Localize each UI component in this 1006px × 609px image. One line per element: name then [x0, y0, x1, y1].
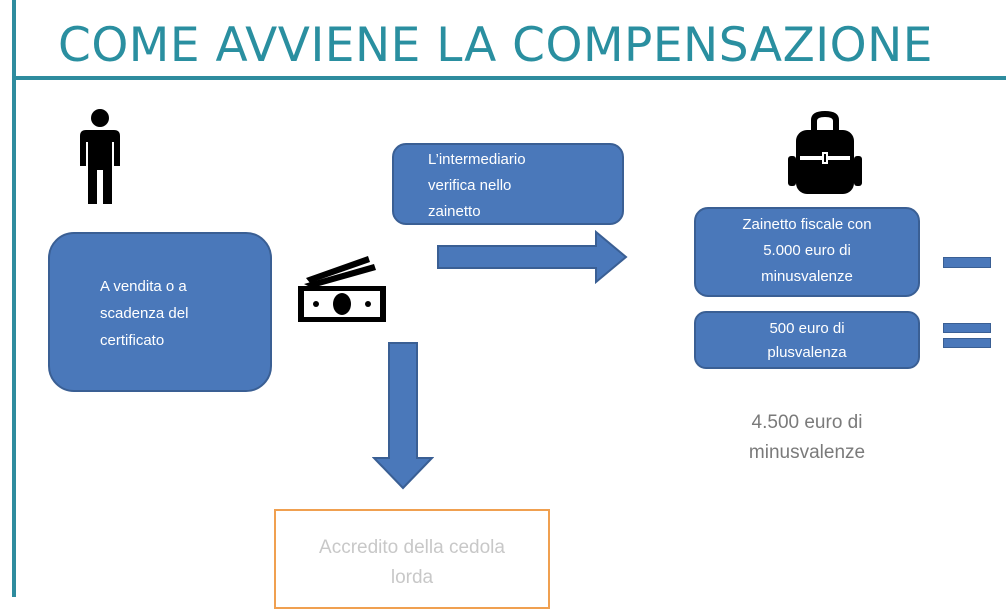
result-text: 4.500 euro di minusvalenze — [700, 408, 914, 468]
sale-line: scadenza del — [100, 305, 189, 322]
backpack-line: Zainetto fiscale con — [742, 216, 872, 233]
sale-line: certificato — [100, 332, 165, 349]
sale-box-text: A vendita o a scadenza del certificato — [100, 273, 260, 354]
gain-box — [694, 311, 920, 369]
verify-line: verifica nello — [428, 177, 512, 194]
verify-line: zainetto — [428, 203, 481, 220]
person-icon — [80, 109, 120, 204]
verify-line: L’intermediario — [428, 151, 526, 168]
result-line: minusvalenze — [748, 442, 866, 463]
equals-icon-top — [943, 323, 991, 333]
banknotes-icon — [298, 256, 386, 322]
slide-left-rule — [12, 0, 16, 597]
arrow-down-icon — [372, 342, 434, 490]
verify-box — [392, 143, 624, 225]
gain-line: plusvalenza — [767, 344, 847, 361]
backpack-box — [694, 207, 920, 297]
slide-title: COME AVVIENE LA COMPENSAZIONE — [58, 18, 933, 73]
credit-box-text: Accredito della cedola lorda — [274, 533, 550, 593]
equals-icon-bottom — [943, 338, 991, 348]
credit-line: Accredito della cedola — [319, 537, 505, 558]
minus-icon — [943, 257, 991, 268]
result-line: 4.500 euro di — [751, 412, 863, 433]
sale-line: A vendita o a — [100, 278, 187, 295]
backpack-icon — [788, 111, 862, 194]
sale-box — [48, 232, 272, 392]
backpack-line: minusvalenze — [761, 268, 853, 285]
backpack-box-text: Zainetto fiscale con 5.000 euro di minus… — [694, 212, 920, 290]
arrow-right-icon — [437, 230, 628, 284]
gain-line: 500 euro di — [769, 320, 845, 337]
credit-line: lorda — [390, 567, 434, 588]
title-underline — [12, 76, 1006, 80]
backpack-line: 5.000 euro di — [763, 242, 851, 259]
verify-box-text: L’intermediario verifica nello zainetto — [428, 147, 608, 225]
gain-box-text: 500 euro di plusvalenza — [694, 317, 920, 365]
